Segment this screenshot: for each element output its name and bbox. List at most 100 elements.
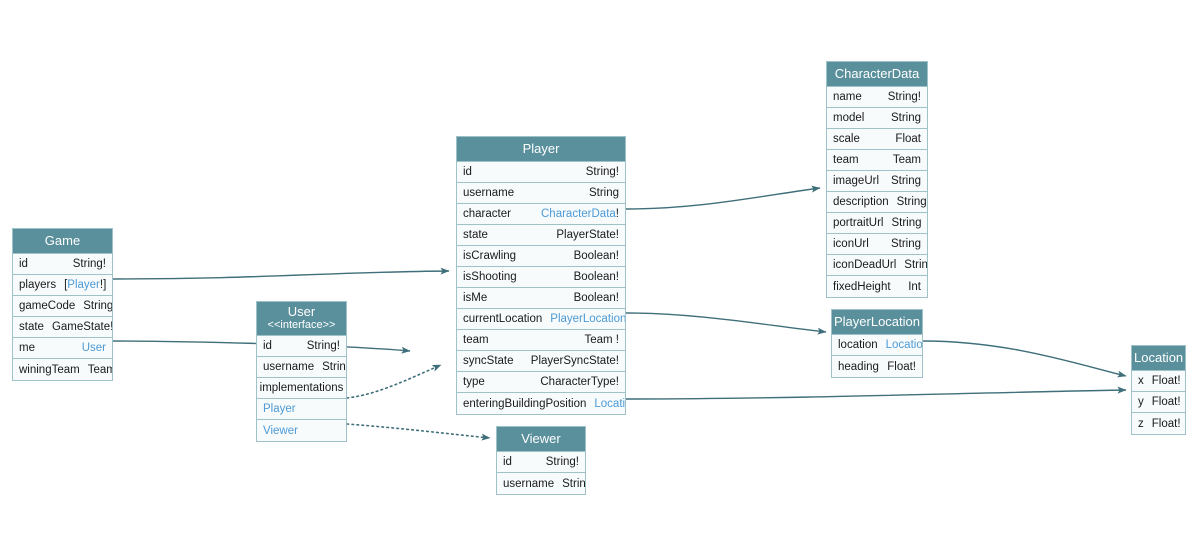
field-row[interactable]: players[Player!]: [13, 275, 112, 296]
field-type: String!: [72, 258, 106, 270]
field-name: character: [463, 208, 511, 220]
field-name: model: [833, 112, 865, 124]
type-reference-link[interactable]: CharacterData: [541, 208, 616, 220]
field-row[interactable]: id String!: [257, 336, 346, 357]
field-type: GameState!: [51, 321, 112, 333]
field-name: state: [19, 321, 44, 333]
type-reference-link[interactable]: Location: [885, 339, 922, 351]
type-reference-link[interactable]: Location: [594, 397, 625, 410]
field-row[interactable]: name String!: [827, 87, 927, 108]
field-type: Float!: [1151, 396, 1181, 408]
field-type[interactable]: Location!: [878, 339, 922, 351]
field-name: id: [463, 166, 472, 178]
field-type: String!: [306, 340, 340, 352]
type-prefix: [: [64, 279, 68, 291]
type-suffix: !: [615, 208, 619, 220]
entity-title-user: User<<interface>>: [257, 302, 346, 336]
entity-title-text: Game: [44, 233, 81, 248]
entity-playerlocation[interactable]: PlayerLocation locationLocation!headingFl…: [831, 309, 923, 378]
field-type: String: [562, 477, 585, 490]
field-row[interactable]: Player: [257, 399, 346, 420]
type-reference-link[interactable]: PlayerLocation: [550, 313, 625, 325]
field-name: username: [263, 361, 315, 373]
field-type: Float: [895, 133, 921, 145]
field-type: Float!: [887, 360, 916, 373]
field-name: players: [19, 279, 57, 291]
field-type[interactable]: PlayerLocation!: [542, 313, 625, 325]
field-name: scale: [833, 133, 860, 145]
field-type: Int: [908, 280, 921, 293]
entity-user[interactable]: User<<interface>> id String! usernameString…: [256, 301, 347, 442]
entity-title-text: PlayerLocation: [834, 314, 920, 329]
type-reference-link[interactable]: User: [81, 342, 106, 354]
entity-title-text: CharacterData: [834, 66, 920, 81]
field-name: id: [503, 456, 512, 468]
field-type[interactable]: [Player!]: [56, 279, 106, 291]
field-row[interactable]: implementations: [257, 378, 346, 399]
edge-player-character-to-characterdata: [625, 185, 821, 210]
entity-title-characterdata: CharacterData: [827, 62, 927, 87]
field-row[interactable]: character CharacterData!: [457, 204, 625, 225]
field-type[interactable]: User: [74, 342, 106, 354]
field-name: name: [833, 91, 862, 103]
field-type[interactable]: CharacterData!: [533, 208, 619, 220]
type-suffix: !]: [99, 279, 107, 291]
field-name: team: [463, 334, 489, 346]
field-name: imageUrl: [833, 175, 880, 187]
field-type: String: [890, 238, 921, 250]
field-row[interactable]: scale Float: [827, 129, 927, 150]
field-name: isMe: [463, 292, 488, 304]
field-name: isCrawling: [463, 250, 517, 262]
field-name: id: [263, 340, 272, 352]
field-row[interactable]: me User: [13, 338, 112, 359]
type-reference-link[interactable]: Player: [67, 279, 100, 291]
edge-user-implements-viewer: [346, 423, 491, 441]
field-name: y: [1138, 396, 1144, 408]
field-name: me: [19, 342, 35, 354]
field-row[interactable]: state GameState!: [13, 317, 112, 338]
field-row[interactable]: Viewer: [257, 420, 346, 441]
field-name: syncState: [463, 355, 514, 367]
field-row[interactable]: enteringBuildingPosition Location: [457, 393, 625, 414]
field-row[interactable]: gameCodeString!: [13, 296, 112, 317]
edge-game-players-to-player: [112, 267, 450, 280]
field-name: team: [833, 154, 859, 166]
field-row[interactable]: locationLocation!: [832, 335, 922, 356]
field-type: String!: [887, 91, 921, 103]
field-type[interactable]: Location: [586, 398, 625, 410]
field-row[interactable]: y Float!: [1132, 392, 1185, 413]
field-name: enteringBuildingPosition: [463, 397, 587, 410]
entity-title-player: Player: [457, 137, 625, 162]
field-row[interactable]: iconDeadUrlString: [827, 255, 927, 276]
